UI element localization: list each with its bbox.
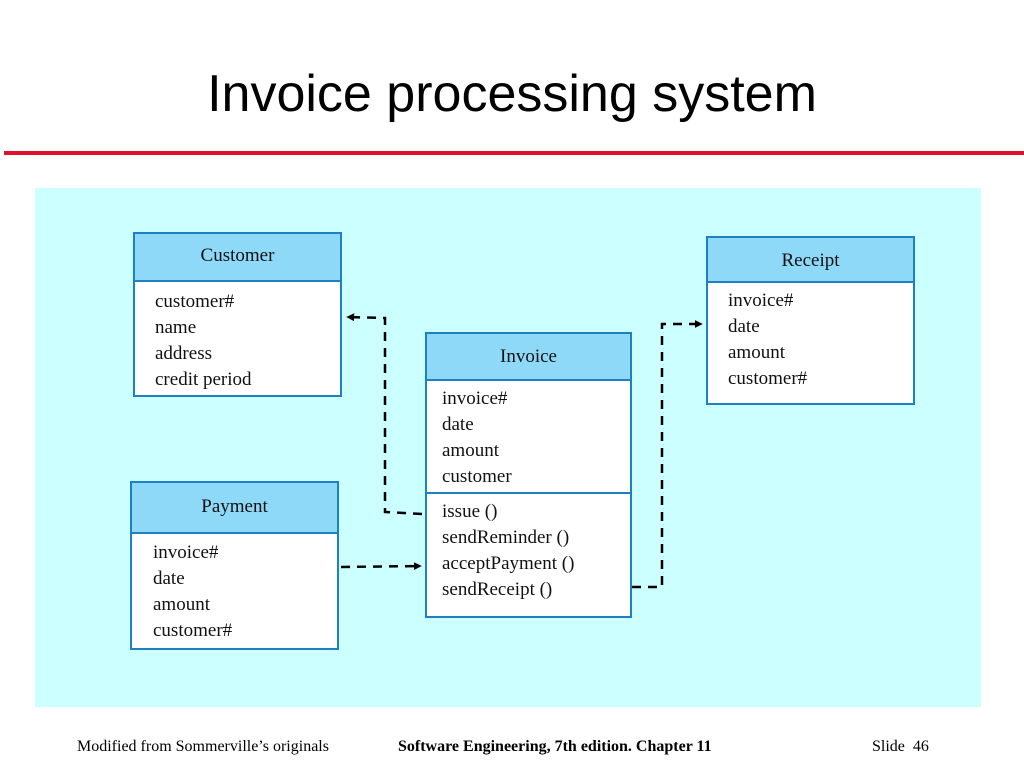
attribute: address [155, 343, 212, 364]
attribute: customer [442, 466, 512, 487]
link-invoice-to-customer [346, 313, 423, 516]
attribute: credit period [155, 369, 252, 390]
attribute: customer# [155, 291, 235, 312]
slide-title: Invoice processing system [207, 65, 817, 123]
operation: sendReceipt () [442, 579, 553, 600]
attribute: invoice# [728, 290, 794, 311]
attribute: amount [442, 440, 499, 461]
attribute: customer# [728, 368, 808, 389]
attribute: amount [728, 342, 785, 363]
footer-slide-number: Slide 46 [872, 738, 929, 755]
attribute: date [728, 316, 760, 337]
attribute-list: customer# name address credit period [135, 282, 340, 393]
attribute: date [153, 568, 185, 589]
attribute: date [442, 414, 474, 435]
title-divider [4, 151, 1024, 155]
link-payment-to-invoice [340, 562, 422, 571]
invoice-class: Invoice invoice# date amount customer is… [425, 332, 632, 618]
attribute: invoice# [442, 388, 508, 409]
operation-list: issue () sendReminder () acceptPayment (… [427, 492, 630, 603]
footer-book: Software Engineering, 7th edition. Chapt… [398, 738, 712, 755]
attribute-list: invoice# date amount customer# [708, 283, 913, 392]
payment-class: Payment invoice# date amount customer# [130, 481, 339, 650]
footer-source: Modified from Sommerville’s originals [77, 738, 329, 755]
attribute: name [155, 317, 197, 338]
operation: issue () [442, 501, 498, 522]
class-name: Payment [132, 483, 337, 534]
attribute: amount [153, 594, 210, 615]
attribute-list: invoice# date amount customer [427, 381, 630, 492]
class-name: Receipt [708, 238, 913, 283]
attribute-list: invoice# date amount customer# [132, 534, 337, 644]
link-invoice-to-receipt [632, 320, 703, 589]
attribute: invoice# [153, 542, 219, 563]
customer-class: Customer customer# name address credit p… [133, 232, 342, 397]
operation: sendReminder () [442, 527, 570, 548]
class-name: Invoice [427, 334, 630, 381]
receipt-class: Receipt invoice# date amount customer# [706, 236, 915, 405]
class-name: Customer [135, 234, 340, 282]
operation: acceptPayment () [442, 553, 575, 574]
attribute: customer# [153, 620, 233, 641]
